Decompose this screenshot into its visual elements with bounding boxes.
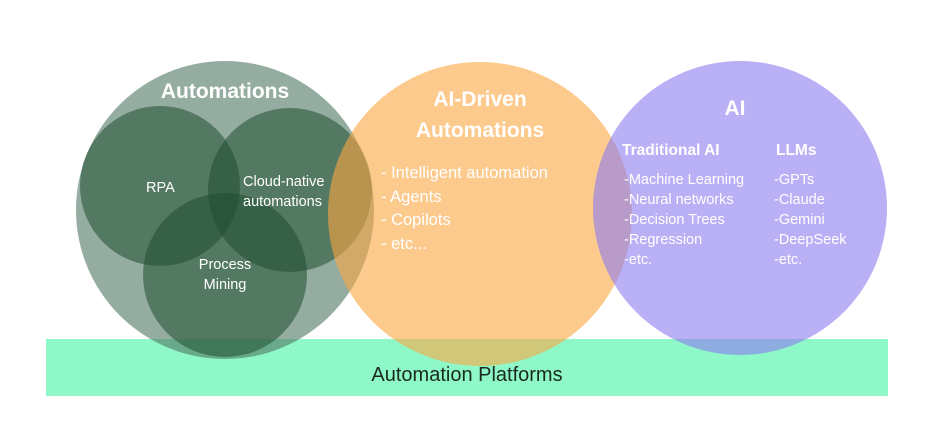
cloud-native-line-2: automations — [243, 194, 322, 210]
ai-driven-automations-circle — [328, 62, 632, 366]
ai-driven-title-line-1: AI-Driven — [433, 88, 527, 111]
llms-item: -Claude — [774, 192, 825, 208]
cloud-native-line-1: Cloud-native — [243, 174, 325, 190]
ai-driven-title-line-2: Automations — [415, 119, 545, 142]
ai-title: AI — [724, 97, 746, 120]
process-mining-line-2: Mining — [203, 277, 247, 293]
process-mining-circle — [143, 193, 307, 357]
llms-heading: LLMs — [776, 142, 817, 159]
llms-item: -etc. — [774, 252, 803, 268]
traditional-ai-item: -Decision Trees — [624, 212, 725, 228]
ai-driven-title: AI-Driven Automations — [395, 84, 565, 146]
process-mining-line-1: Process — [198, 257, 252, 273]
traditional-ai-item: -etc. — [624, 252, 653, 268]
ai-driven-list: - Intelligent automation - Agents - Copi… — [381, 162, 548, 256]
automation-platforms-label: Automation Platforms — [371, 364, 563, 386]
traditional-ai-heading: Traditional AI — [622, 142, 720, 159]
llms-item: -DeepSeek — [774, 232, 847, 248]
llms-list: -GPTs -Claude -Gemini -DeepSeek -etc. — [774, 170, 847, 270]
rpa-label: RPA — [146, 180, 175, 196]
ai-driven-item: - Intelligent automation — [381, 164, 548, 182]
ai-driven-item: - etc... — [381, 234, 427, 253]
traditional-ai-list: -Machine Learning -Neural networks -Deci… — [624, 170, 744, 270]
traditional-ai-item: -Neural networks — [624, 192, 734, 208]
traditional-ai-item: -Machine Learning — [624, 172, 745, 188]
ai-circle — [593, 61, 887, 355]
llms-item: -GPTs — [774, 172, 815, 188]
automations-title: Automations — [160, 80, 290, 103]
ai-driven-item: - Copilots — [381, 211, 451, 229]
traditional-ai-item: -Regression — [624, 232, 703, 248]
ai-driven-item: - Agents — [381, 187, 442, 206]
cloud-native-label: Cloud-native automations — [243, 172, 324, 212]
process-mining-label: Process Mining — [190, 255, 260, 295]
automation-platforms-label-container: Automation Platforms — [46, 339, 888, 396]
llms-item: -Gemini — [774, 212, 825, 228]
